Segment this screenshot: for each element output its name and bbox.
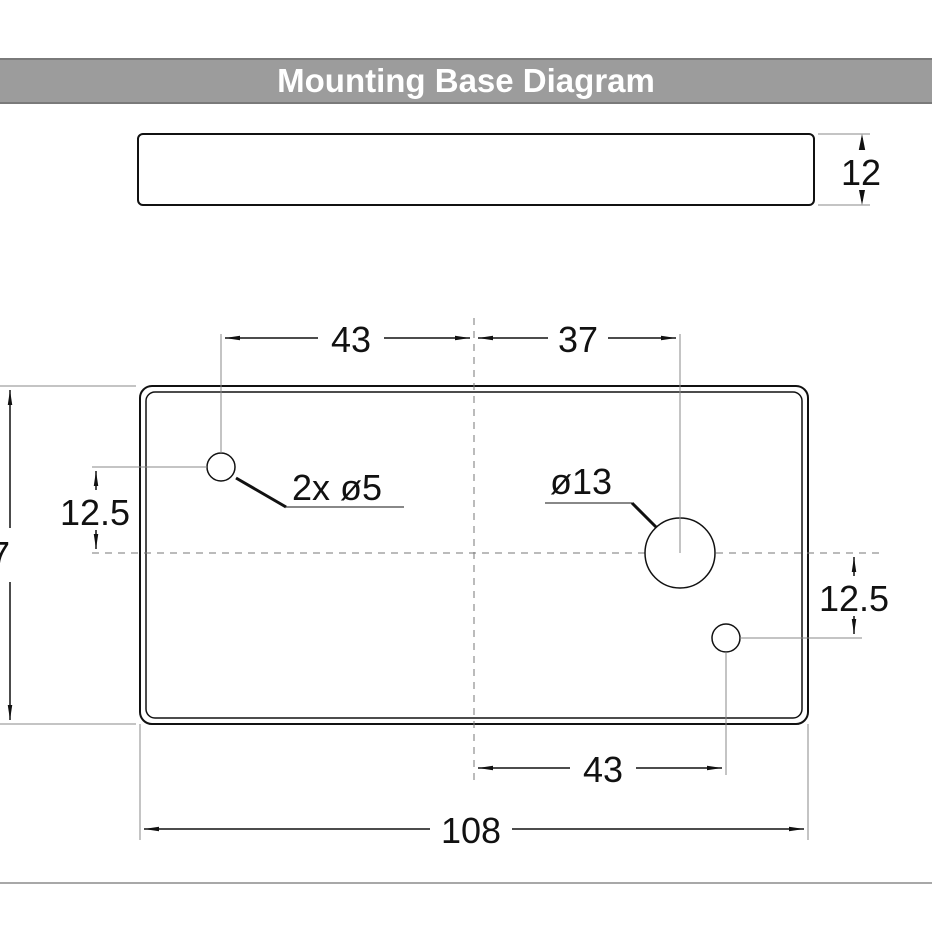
label-large-hole: ø13 <box>550 461 612 502</box>
plate-inner-outline <box>145 391 803 719</box>
side-view: 12 <box>137 133 886 206</box>
dim-43-bottom-label: 43 <box>583 749 623 790</box>
thickness-label: 12 <box>841 152 881 193</box>
label-small-holes: 2x ø5 <box>292 467 382 508</box>
thickness-arrow-top <box>858 134 866 154</box>
header-bar: Mounting Base Diagram <box>0 58 932 104</box>
dim-108-label: 108 <box>441 810 501 851</box>
small-hole-right <box>711 623 741 653</box>
dim-12-5-right-label: 12.5 <box>819 578 889 619</box>
small-hole-left <box>206 452 236 482</box>
page-title: Mounting Base Diagram <box>277 62 655 99</box>
dim-12-5-left-label-bg <box>54 490 138 530</box>
dim-43-top-label: 43 <box>331 319 371 360</box>
leader-large-hole <box>630 501 658 529</box>
side-view-plate <box>137 133 815 206</box>
dim-12-5-left-label: 12.5 <box>60 492 130 533</box>
dim-12-5-right-label-bg <box>812 576 896 616</box>
leader-small-holes <box>235 476 287 509</box>
thickness-label-bg <box>838 150 886 190</box>
bottom-divider <box>0 882 932 884</box>
dim-37-label: 37 <box>558 319 598 360</box>
dim-57-label: 57 <box>0 534 10 575</box>
top-view: 43 37 43 108 57 12.5 12.5 2x ø5 ø13 <box>0 318 896 851</box>
